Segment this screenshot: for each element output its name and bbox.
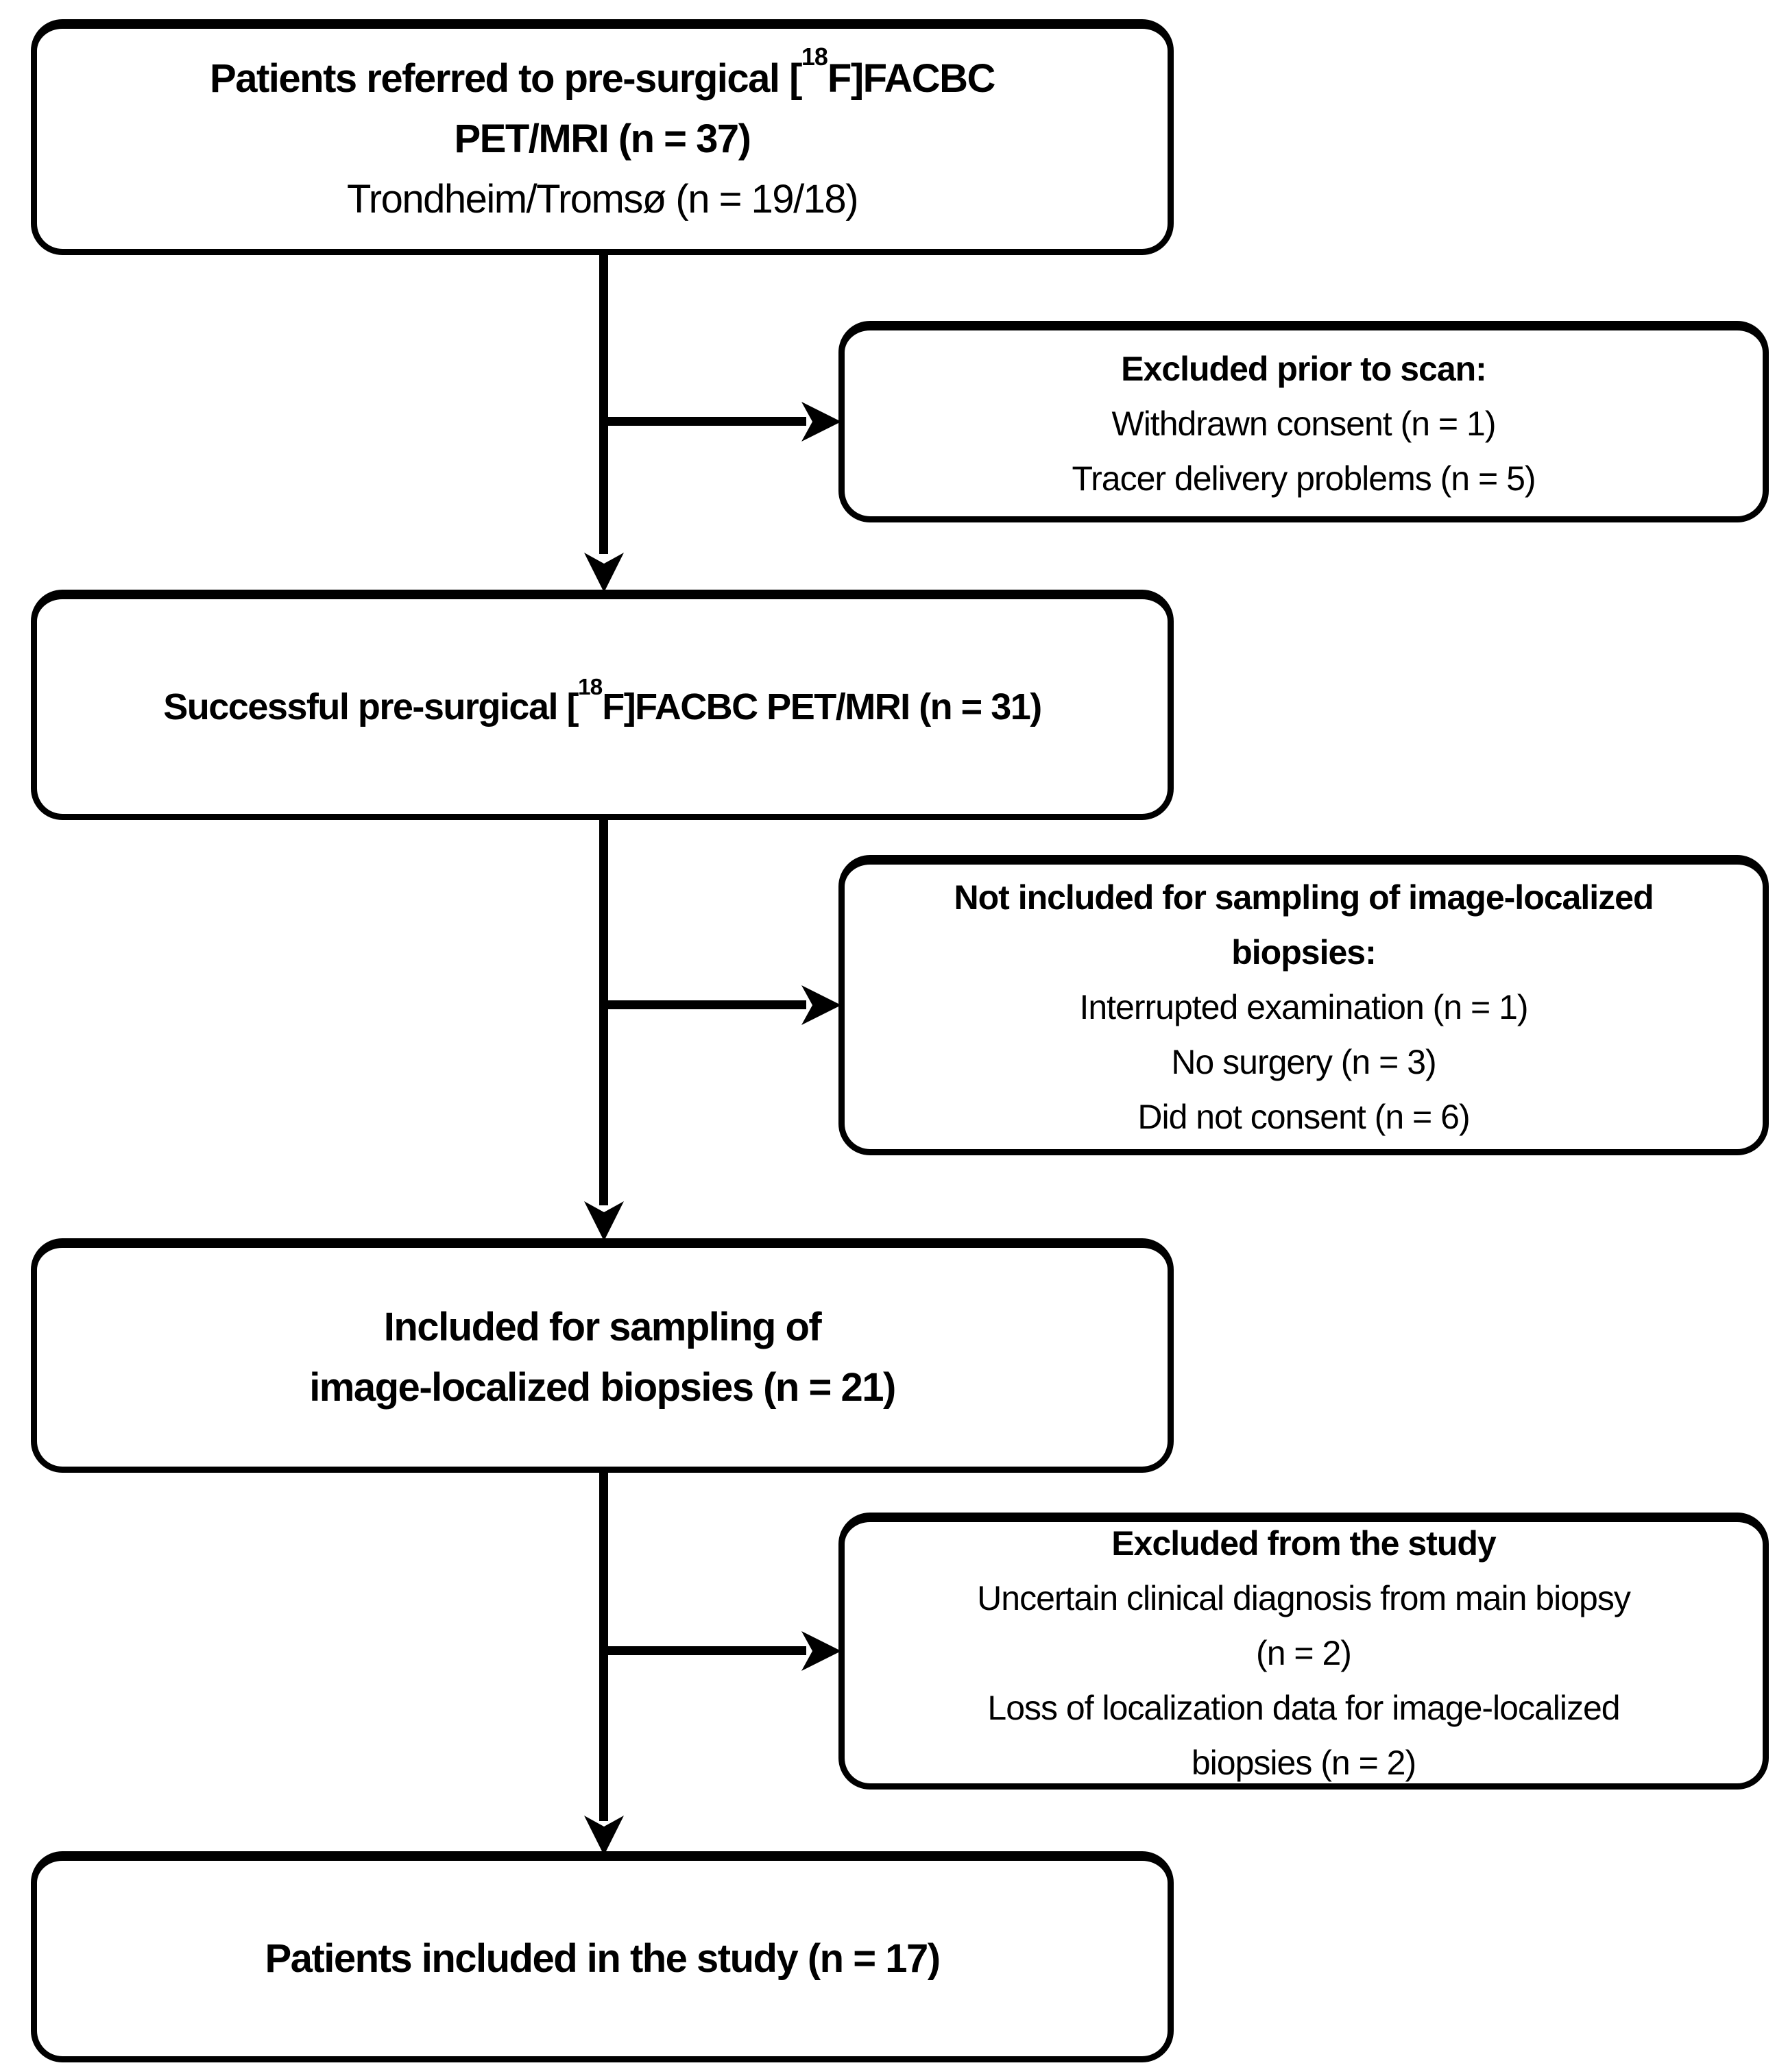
excluded-prior-item: Withdrawn consent (n = 1) [1111,404,1497,443]
not-included-item: Did not consent (n = 6) [1137,1097,1470,1136]
excluded-study-item1-line1: Uncertain clinical diagnosis from main b… [977,1578,1631,1617]
referred-line1-prefix: Patients referred to pre-surgical [ [210,56,802,101]
included-sampling-line1: Included for sampling of [383,1304,822,1349]
included-sampling-line2: image-localized biopsies (n = 21) [309,1364,896,1410]
included-study-line: Patients included in the study (n = 17) [265,1936,941,1981]
right-arrowhead-icon [801,402,841,442]
down-arrowhead-icon [584,553,624,592]
successful-suffix: F]FACBC PET/MRI (n = 31) [602,686,1042,727]
connector-successful-to-included-line [599,817,608,1205]
referred-line1: Patients referred to pre-surgical [18F]F… [210,45,996,109]
down-arrowhead-icon [584,1201,624,1241]
referred-line1-suffix: F]FACBC [827,56,996,101]
successful-prefix: Successful pre-surgical [ [163,686,579,727]
referred-line3: Trondheim/Tromsø (n = 19/18) [346,176,859,221]
box-not-included-sampling: Not included for sampling of image-local… [838,855,1769,1155]
branch-excluded-study-line [601,1646,806,1655]
excluded-study-item2-line2: biopsies (n = 2) [1191,1743,1416,1782]
excluded-prior-item: Tracer delivery problems (n = 5) [1072,459,1536,498]
right-arrowhead-icon [801,1631,841,1671]
not-included-title-line1: Not included for sampling of image-local… [954,878,1654,917]
box-included-study: Patients included in the study (n = 17) [31,1851,1174,2062]
connector-included-to-study-line [599,1470,608,1821]
excluded-study-item2-line1: Loss of localization data for image-loca… [987,1688,1620,1727]
excluded-study-item1-line2: (n = 2) [1256,1633,1352,1672]
branch-not-included-line [601,1000,806,1009]
isotope-superscript: 18 [577,674,603,700]
down-arrowhead-icon [584,1816,624,1855]
isotope-superscript: 18 [801,43,828,71]
not-included-title-line2: biopsies: [1231,932,1376,972]
box-excluded-prior-to-scan: Excluded prior to scan: Withdrawn consen… [838,321,1769,522]
referred-line2: PET/MRI (n = 37) [454,116,751,161]
successful-line: Successful pre-surgical [18F]FACBC PET/M… [163,674,1042,737]
box-included-sampling: Included for sampling of image-localized… [31,1238,1174,1473]
box-successful-petmri: Successful pre-surgical [18F]FACBC PET/M… [31,590,1174,820]
box-excluded-from-study: Excluded from the study Uncertain clinic… [838,1513,1769,1790]
branch-excluded-prior-line [601,417,806,426]
not-included-item: No surgery (n = 3) [1171,1042,1436,1081]
right-arrowhead-icon [801,985,841,1025]
excluded-prior-title: Excluded prior to scan: [1121,349,1487,388]
connector-referred-to-successful-line [599,252,608,554]
box-referred-patients: Patients referred to pre-surgical [18F]F… [31,19,1174,255]
excluded-study-title: Excluded from the study [1111,1523,1496,1563]
not-included-item: Interrupted examination (n = 1) [1079,987,1528,1026]
